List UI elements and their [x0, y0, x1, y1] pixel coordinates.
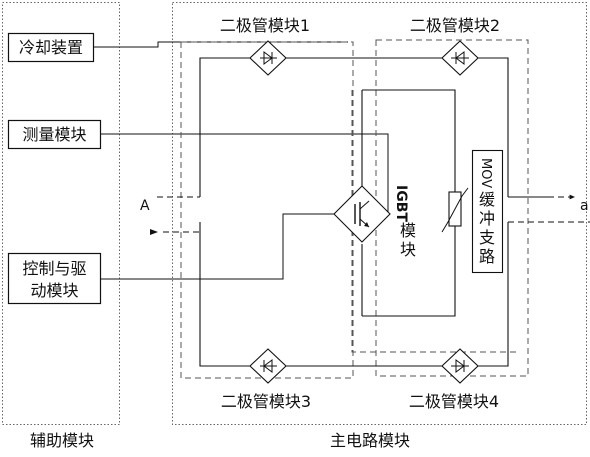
main-wiring — [199, 57, 509, 367]
terminal-a-label: a — [580, 198, 589, 214]
mov-resistor — [441, 187, 469, 233]
diode-module-2-label: 二极管模块2 — [410, 16, 500, 35]
diode-module-3-label: 二极管模块3 — [221, 392, 311, 411]
mov-label-char2: 冲 — [479, 209, 495, 228]
cooling-loop-left — [180, 41, 354, 379]
control-wire — [100, 213, 337, 280]
main-circuit-frame — [172, 2, 587, 425]
diode-module-3 — [249, 348, 287, 384]
mov-label-char3: 支 — [479, 228, 495, 247]
cooling-device-label: 冷却装置 — [19, 38, 83, 57]
measurement-wire — [100, 133, 389, 214]
diode-module-2 — [441, 40, 479, 76]
terminal-a-wiring — [508, 194, 590, 223]
mov-label-latin: MOV — [478, 158, 493, 188]
auxiliary-module-title: 辅助模块 — [30, 431, 94, 450]
measurement-module-label: 测量模块 — [22, 125, 86, 144]
control-drive-label-line1: 控制与驱 — [22, 259, 86, 278]
diode-module-4 — [441, 348, 479, 384]
igbt-label-latin: IGBT — [393, 185, 409, 222]
main-circuit-title: 主电路模块 — [330, 431, 410, 450]
auxiliary-module-frame — [2, 2, 120, 425]
measurement-module-box: 测量模块 — [7, 119, 102, 150]
diode-module-4-label: 二极管模块4 — [409, 392, 499, 411]
mov-buffer-branch-box — [471, 149, 504, 274]
mov-label-char4: 路 — [479, 247, 495, 266]
diode-module-1-label: 二极管模块1 — [220, 16, 310, 35]
mov-label-char1: 缓 — [479, 190, 495, 209]
terminal-A-label: A — [140, 198, 150, 214]
igbt-module — [333, 185, 391, 243]
control-drive-label-line2: 动模块 — [30, 281, 78, 300]
cooling-device-box: 冷却装置 — [7, 32, 95, 63]
igbt-label-char1: 模 — [400, 221, 416, 240]
diode-module-1 — [249, 40, 287, 76]
cooling-wire — [93, 41, 348, 48]
igbt-label-char2: 块 — [400, 240, 416, 259]
terminal-A-wiring — [150, 196, 201, 235]
control-drive-module-box: 控制与驱 动模块 — [7, 252, 102, 305]
